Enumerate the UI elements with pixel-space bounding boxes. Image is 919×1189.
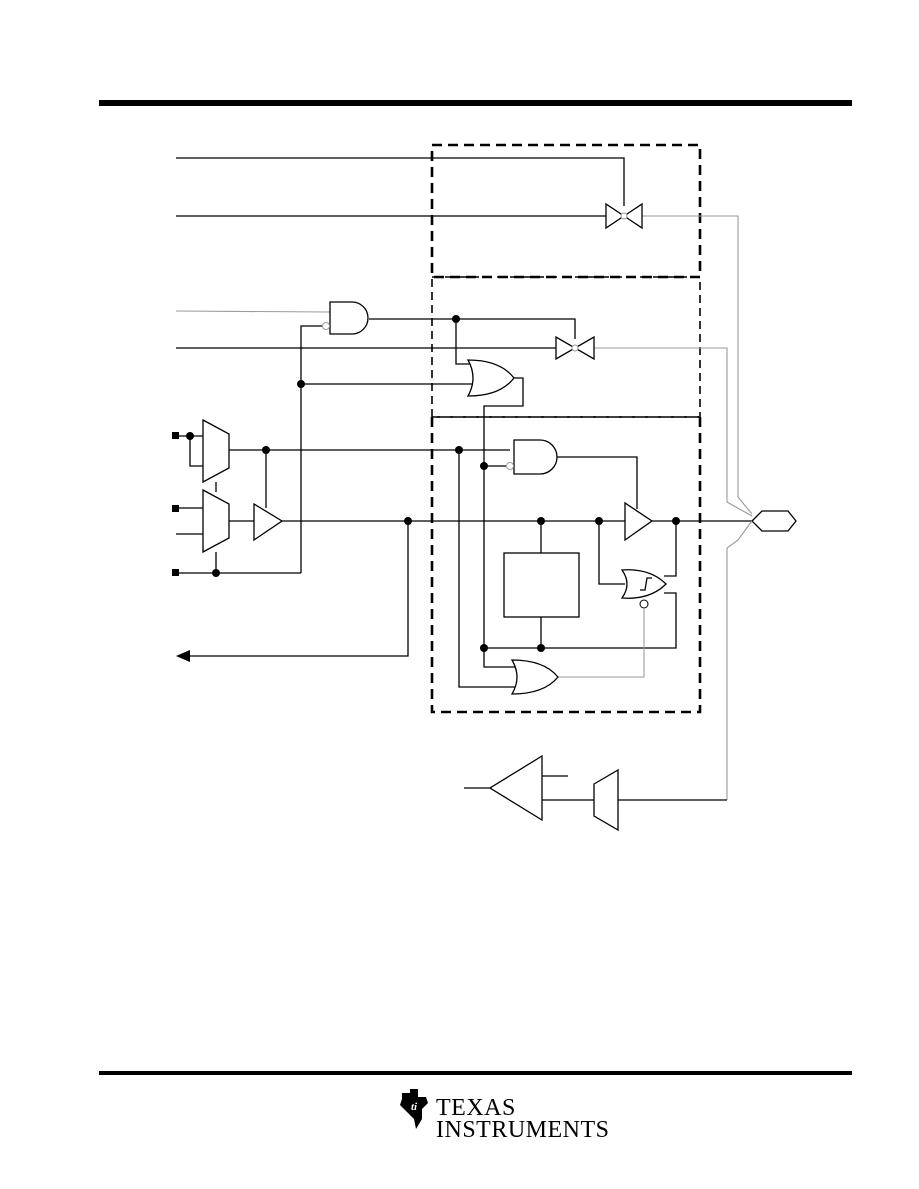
dashed-box-middle [431,276,701,418]
dashed-box-top [430,143,702,279]
transmission-gate-1 [605,202,643,230]
footer-rule [99,1071,852,1075]
pin-square-3 [172,569,179,576]
and-gate-lower [506,439,558,475]
transmission-gate-2 [555,335,595,361]
mux-1 [202,418,230,484]
output-arrow [186,521,409,657]
pin-square-2 [172,505,179,512]
logo-line-1: TEXAS [436,1095,516,1121]
io-pad [751,510,797,532]
wire-input-1 [176,157,625,206]
dashed-box-bottom [430,417,702,714]
or-gate-middle [466,359,515,397]
input-buffer [488,754,543,822]
texas-instruments-logo-icon: ti [400,1089,428,1129]
or-gate-bottom [510,659,559,695]
output-buffer [624,501,654,542]
schmitt-or-gate [620,569,667,609]
wire-input-3 [175,310,331,313]
header-rule [99,100,852,106]
svg-text:ti: ti [411,1101,418,1113]
input-mux [593,768,619,832]
storage-block [503,552,580,618]
buffer-1 [253,502,284,542]
logo-line-2: INSTRUMENTS [436,1117,610,1143]
pin-square-1 [172,432,179,439]
and-gate-top [322,301,369,335]
wire-tg1-out [642,215,753,515]
mux-2 [202,488,230,554]
texas-instruments-logo: ti TEXAS INSTRUMENTS [396,1083,609,1143]
